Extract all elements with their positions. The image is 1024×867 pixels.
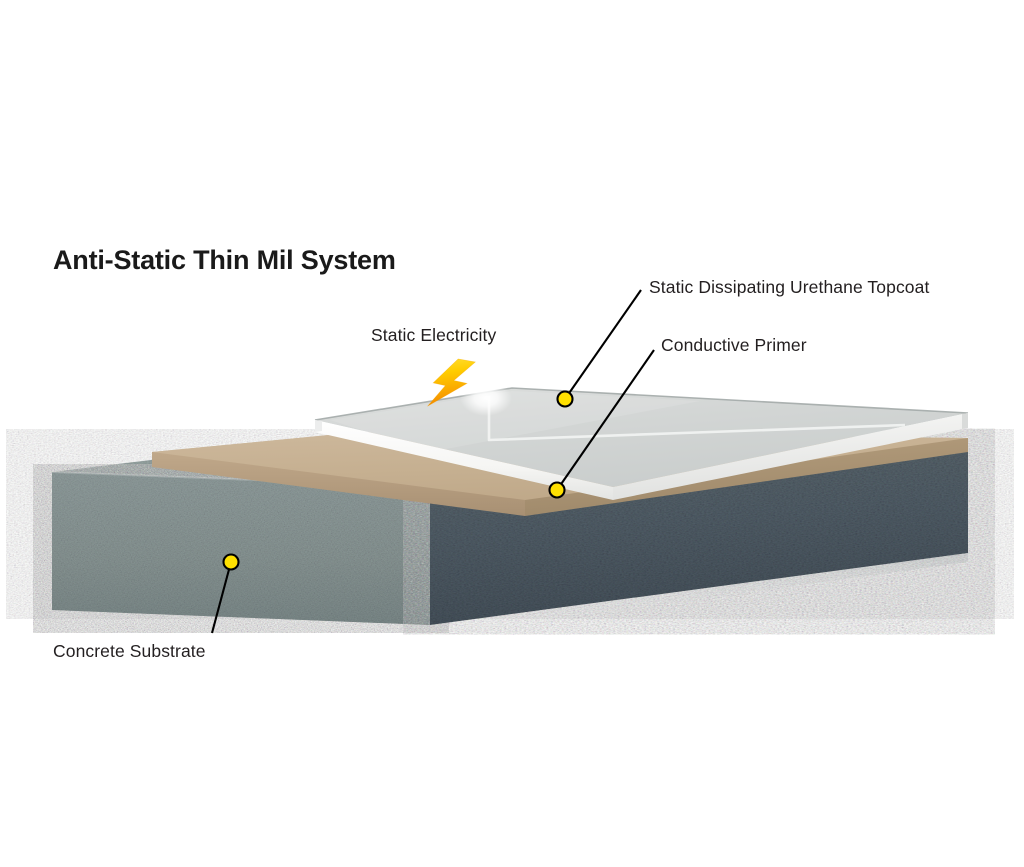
page-title: Anti-Static Thin Mil System <box>53 245 396 275</box>
topcoat-left-cap <box>315 420 322 432</box>
lightning-bolt-icon <box>427 358 477 407</box>
primer-front-thickness <box>152 452 525 516</box>
label-conductive-primer: Conductive Primer <box>661 335 807 355</box>
leader-line-primer <box>556 349 655 491</box>
ground-shadow <box>52 553 968 636</box>
label-static-electricity: Static Electricity <box>371 325 497 345</box>
impact-glow <box>460 380 512 416</box>
leader-line-concrete <box>210 561 233 634</box>
callout-dot-concrete <box>222 553 240 571</box>
topcoat-front-edge-left <box>315 420 613 500</box>
callout-leaders <box>210 289 655 634</box>
topcoat-front-edge-right <box>613 413 968 500</box>
leader-line-topcoat <box>564 289 642 400</box>
label-concrete-substrate: Concrete Substrate <box>53 641 206 661</box>
callout-dot-primer <box>548 481 566 499</box>
static-electricity-effect <box>427 358 512 416</box>
topcoat-sheen <box>330 391 700 452</box>
callout-dot-topcoat <box>556 390 574 408</box>
label-static-dissipating-urethane-topcoat: Static Dissipating Urethane Topcoat <box>649 277 930 297</box>
topcoat-right-cap <box>962 413 968 429</box>
concrete-left-side-face <box>52 472 430 625</box>
topcoat-back-edge-line <box>314 387 969 421</box>
bolt-shape <box>427 358 477 407</box>
primer-right-thickness <box>525 438 968 516</box>
